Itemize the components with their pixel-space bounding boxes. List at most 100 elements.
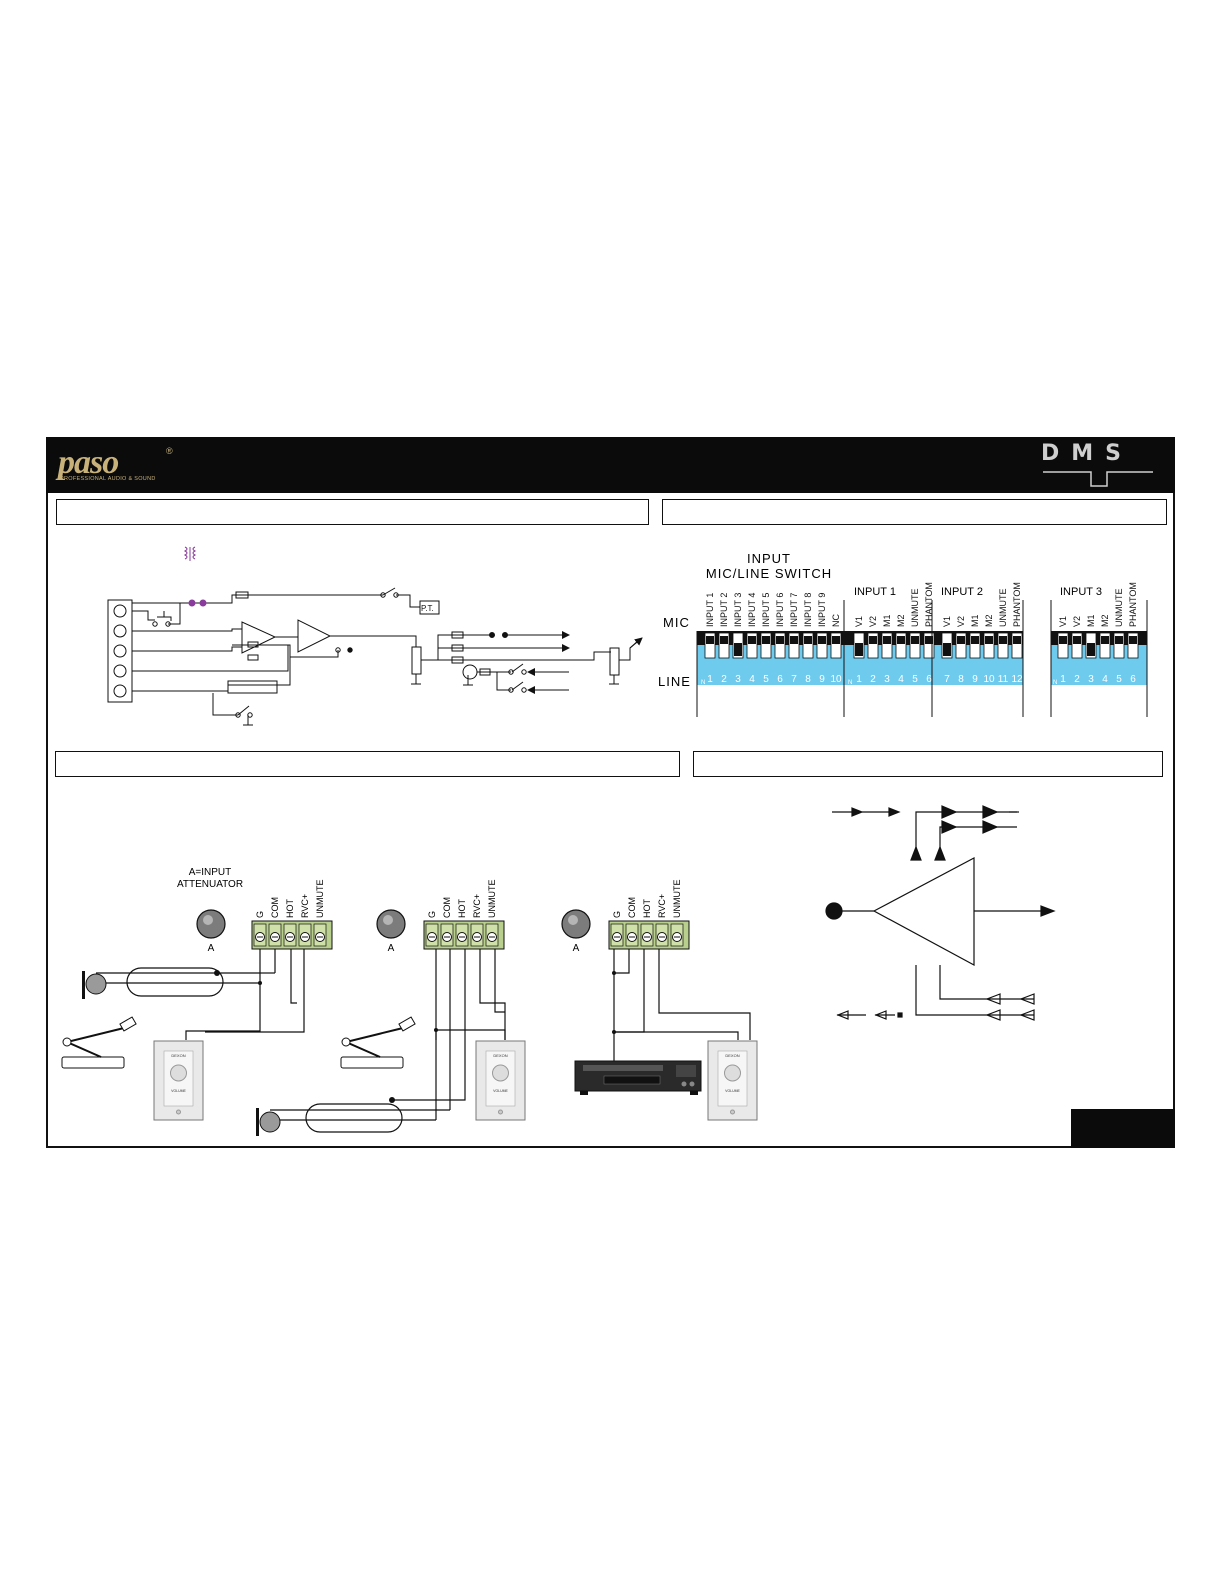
dip-label-input3: UNMUTE [1114, 589, 1124, 628]
on-marker: N [1053, 680, 1057, 686]
volume-knob-icon[interactable] [170, 1064, 187, 1082]
dip-switch-main-6 [774, 632, 786, 659]
dms-logo: DMS [1041, 441, 1133, 466]
terminal-label: UNMUTE [672, 880, 682, 919]
dip-label-group: M2 [896, 614, 906, 627]
dip-switch-number: 2 [870, 674, 876, 685]
dip-switch-input3-6 [1127, 632, 1139, 659]
knob-letter: A [208, 943, 215, 954]
terminal-label: RVC+ [300, 894, 310, 918]
dip-label-group: UNMUTE [910, 589, 920, 628]
dip-switch-number: 1 [707, 674, 713, 685]
header-bar [46, 437, 1175, 493]
dip-switch-main-5 [760, 632, 772, 659]
dip-switch-io-12 [1011, 632, 1023, 659]
dip-switch-number: 3 [1088, 674, 1094, 685]
dip-switch-input3-5 [1113, 632, 1125, 659]
attenuator-label-line2: ATTENUATOR [177, 879, 243, 890]
terminal-label: COM [442, 897, 452, 918]
wallplate-text: VOLUME [171, 1089, 186, 1093]
dip-label-input3: M2 [1100, 614, 1110, 627]
terminal-label: COM [270, 897, 280, 918]
terminal-label: HOT [642, 899, 652, 919]
group-input1-label: INPUT 1 [854, 586, 896, 598]
dip-label-input-3: INPUT 3 [733, 593, 743, 627]
dip-switch-main-2 [718, 632, 730, 659]
dip-label-group: UNMUTE [998, 589, 1008, 628]
dip-switch-number: 6 [777, 674, 783, 685]
dip-label-group: M1 [882, 614, 892, 627]
paso-logo: paso ® PROFESSIONAL AUDIO & SOUND [58, 444, 173, 482]
dms-logo-underline [1043, 471, 1153, 487]
dip-label-input-9: INPUT 9 [817, 593, 827, 627]
dip-switch-main-10 [830, 632, 842, 659]
section-header-block-diagram [693, 751, 1163, 777]
dip-switch-number: 8 [805, 674, 811, 685]
dip-label-input3: M1 [1086, 614, 1096, 627]
group-input2-label: INPUT 2 [941, 586, 983, 598]
dip-label-group: PHANTOM [924, 582, 934, 627]
block-diagram [825, 805, 1056, 1021]
dip-label-group: V2 [956, 616, 966, 627]
dip-switch-io-9 [969, 632, 981, 659]
dip-switch-number: 12 [1011, 674, 1023, 685]
dip-label-group: PHANTOM [1012, 582, 1022, 627]
dip-switch-number: 9 [819, 674, 825, 685]
volume-knob-icon[interactable] [724, 1064, 741, 1082]
dip-label-input-4: INPUT 4 [747, 593, 757, 627]
input-schematic [107, 546, 643, 726]
dip-switch-number: 3 [735, 674, 741, 685]
section-header-schematic [56, 499, 649, 525]
dip-label-input-2: INPUT 2 [719, 593, 729, 627]
on-marker: N [701, 680, 705, 686]
dip-title-line2: MIC/LINE SWITCH [706, 566, 832, 581]
section-header-dip-switch [662, 499, 1167, 525]
dip-switch-main-9 [816, 632, 828, 659]
volume-knob-icon[interactable] [492, 1064, 509, 1082]
dip-switch-number: 7 [791, 674, 797, 685]
dip-switch-number: 4 [749, 674, 755, 685]
dip-switch-number: 8 [958, 674, 964, 685]
microphone-head-icon [256, 1108, 281, 1136]
wallplate-text: VOLUME [725, 1089, 740, 1093]
dip-switch-number: 1 [1060, 674, 1066, 685]
dip-switch-number: 3 [884, 674, 890, 685]
mic-label: MIC [663, 615, 690, 630]
line-label: LINE [658, 674, 691, 689]
dip-switch-number: 11 [998, 674, 1009, 685]
terminal-label: G [255, 911, 265, 918]
dip-switch-number: 5 [912, 674, 918, 685]
dip-switch-io-4 [895, 632, 907, 659]
terminal-label: G [612, 911, 622, 918]
dip-switch-number: 2 [721, 674, 727, 685]
dip-switch-io-11 [997, 632, 1009, 659]
pt-box [419, 600, 440, 615]
gooseneck-mic-icon [61, 1016, 137, 1069]
dip-switch-diagram: INPUT MIC/LINE SWITCH MIC LINE INPUT 1 I… [658, 551, 1148, 717]
dip-switch-io-8 [955, 632, 967, 659]
dip-switch-io-2 [867, 632, 879, 659]
dip-label-input3: V2 [1072, 616, 1082, 627]
terminal-label: G [427, 911, 437, 918]
dip-switch-input3-1 [1057, 632, 1069, 659]
terminal-label: HOT [285, 899, 295, 919]
terminal-label: RVC+ [657, 894, 667, 918]
dip-label-input-1: INPUT 1 [705, 593, 715, 627]
page-frame [46, 437, 1175, 1148]
top-left-arrows [832, 807, 901, 817]
dip-switch-number: 6 [926, 674, 932, 685]
attenuator-label-line1: A=INPUT [189, 867, 232, 878]
terminal-label: UNMUTE [315, 880, 325, 919]
dip-switch-number: 4 [1102, 674, 1108, 685]
dip-switch-number: 5 [763, 674, 769, 685]
terminal-label: UNMUTE [487, 880, 497, 919]
dip-switch-number: 9 [972, 674, 978, 685]
pt-label: P.T. [421, 604, 434, 613]
dip-switch-number: 6 [1130, 674, 1136, 685]
knob-letter: A [573, 943, 580, 954]
section-header-connections [55, 751, 680, 777]
dip-switch-io-3 [881, 632, 893, 659]
